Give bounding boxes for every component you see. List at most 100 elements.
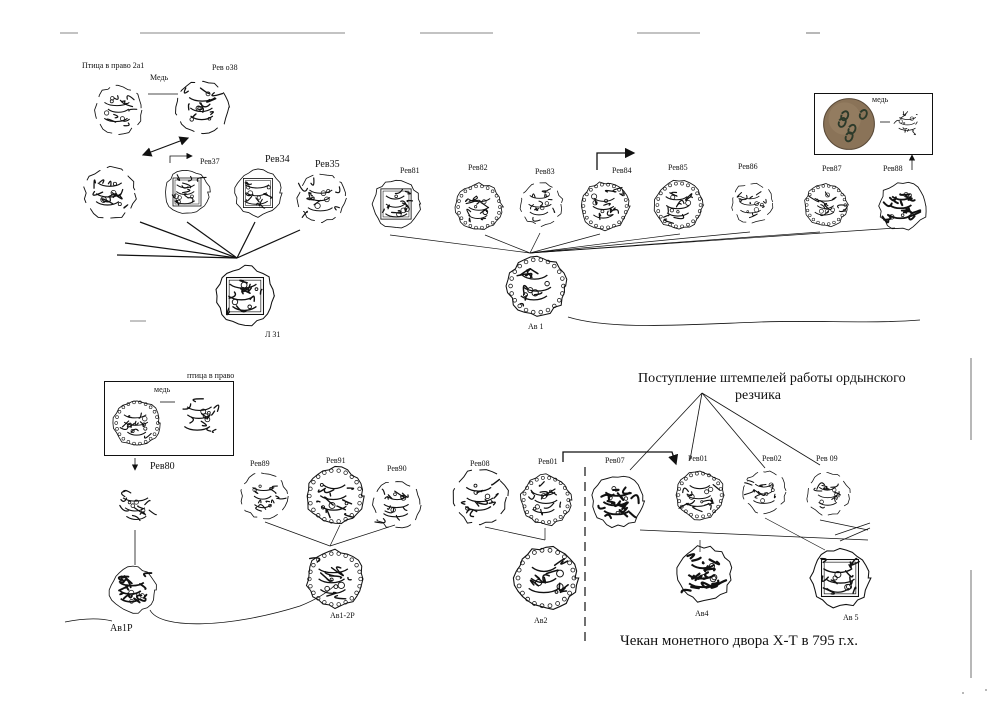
coin-rev34 [232, 167, 284, 219]
coin-sketch [306, 465, 365, 525]
coin-rev07 [589, 472, 647, 530]
page-edge-marks [962, 358, 987, 694]
mint-caption: Чекан монетного двора Х-Т в 795 г.х. [620, 633, 858, 649]
baseline-bottom [64, 584, 336, 625]
coin-sketch [519, 473, 573, 527]
coin-sketch [893, 111, 918, 136]
coin-sketch [371, 179, 422, 229]
coin-av1p [107, 564, 159, 616]
coin-av5 [807, 545, 873, 611]
coin-rev87 [802, 181, 850, 229]
coin-sketch [731, 182, 774, 224]
coin-sketch [108, 565, 157, 614]
incoming-dies-title-line2: резчика [735, 388, 781, 403]
coin-av4 [673, 543, 735, 605]
coin-rev86 [729, 180, 775, 226]
coin-sketch [165, 169, 211, 214]
coin-rev82 [453, 181, 505, 233]
coin-sketch [296, 173, 348, 224]
coin-rev01-right [673, 468, 727, 522]
lines-to-l31 [116, 221, 301, 259]
label-av1p: Ав1Р [110, 623, 133, 634]
coin-sketch [83, 165, 138, 219]
coin-sketch [742, 470, 788, 515]
coin-sketch [175, 80, 231, 135]
label-rev01-left: Рев01 [538, 457, 558, 466]
coin-rev02 [741, 468, 789, 516]
coin-rev85 [652, 178, 706, 232]
coin-av1-2p [303, 547, 367, 611]
coin-sketch [372, 481, 422, 529]
coin-sketch [305, 548, 364, 610]
coin-av2 [511, 543, 581, 613]
baseline-top [567, 316, 921, 326]
label-rev08: Рев08 [470, 459, 490, 468]
coin-sketch [505, 255, 568, 317]
label-copper-top: Медь [150, 73, 169, 82]
coin-rev09 [804, 470, 852, 518]
label-rev35: Рев35 [315, 159, 340, 170]
label-rev07: Рев07 [605, 456, 625, 465]
label-rev82: Рев82 [468, 163, 488, 172]
coin-rev01-left [518, 472, 574, 528]
lines-to-av2 [484, 526, 546, 541]
label-rev88: Рев88 [883, 164, 903, 173]
label-rev02: Рев02 [762, 454, 782, 463]
label-av2: Ав2 [534, 616, 548, 625]
coin-sketch [580, 181, 631, 232]
label-rev90: Рев90 [387, 464, 407, 473]
coin-sketch [454, 182, 505, 231]
label-rev37: Рев37 [200, 157, 220, 166]
arrow-rev37 [169, 152, 193, 163]
label-bird-right-2a1: Птица в право 2а1 [82, 61, 145, 70]
coin-rev89 [238, 470, 290, 522]
copper-coin-drawing [890, 105, 926, 141]
coin-sketch [591, 475, 646, 529]
lines-to-av1 [389, 227, 896, 254]
label-rev87: Рев87 [822, 164, 842, 173]
coin-sketch [823, 98, 875, 150]
label-av4: Ав4 [695, 609, 709, 618]
coin-top-left-reverse [81, 164, 139, 222]
coin-rev08 [449, 466, 511, 528]
coin-sketch [512, 545, 580, 611]
coin-l31 [212, 263, 278, 329]
label-rev81: Рев81 [400, 166, 420, 175]
coin-2a1-obverse [91, 83, 145, 137]
label-rev09: Рев 09 [816, 454, 838, 463]
coin-rev37 [162, 167, 212, 217]
lines-to-av12p [264, 521, 396, 547]
coin-sketch [119, 489, 157, 522]
coin-sketch [653, 179, 705, 230]
incoming-dies-title-line1: Поступление штемпелей работы ордынского [638, 371, 906, 386]
coin-rev91 [303, 464, 367, 528]
coin-sketch [809, 547, 872, 609]
label-rev01-right: Рев01 [688, 454, 708, 463]
coin-sketch [94, 84, 143, 136]
label-rev80: Рев80 [150, 461, 175, 472]
coin-rev90 [370, 478, 424, 532]
coin-sketch [240, 471, 289, 520]
copper-coin-box-bottom-left [104, 381, 234, 456]
coin-sketch [519, 182, 564, 227]
double-arrow-o38 [141, 136, 190, 157]
coin-sketch [804, 183, 850, 228]
coin-sketch [878, 181, 927, 231]
incoming-die-lines [629, 392, 821, 471]
coin-sketch [182, 398, 220, 434]
label-l31: Л 31 [265, 330, 281, 339]
coin-sketch [675, 470, 725, 521]
coin-rev80 [110, 480, 164, 534]
coin-sketch [215, 264, 276, 327]
label-rev83: Рев83 [535, 167, 555, 176]
coin-copper-left-reverse [169, 386, 229, 446]
copper-coin-box-top-right [814, 93, 933, 155]
coin-sketch [452, 469, 509, 526]
label-copper-box-left: медь [154, 385, 171, 394]
coin-rev-o38 [173, 77, 233, 137]
coin-rev81 [369, 177, 423, 231]
label-rev89: Рев89 [250, 459, 270, 468]
label-rev86: Рев86 [738, 162, 758, 171]
